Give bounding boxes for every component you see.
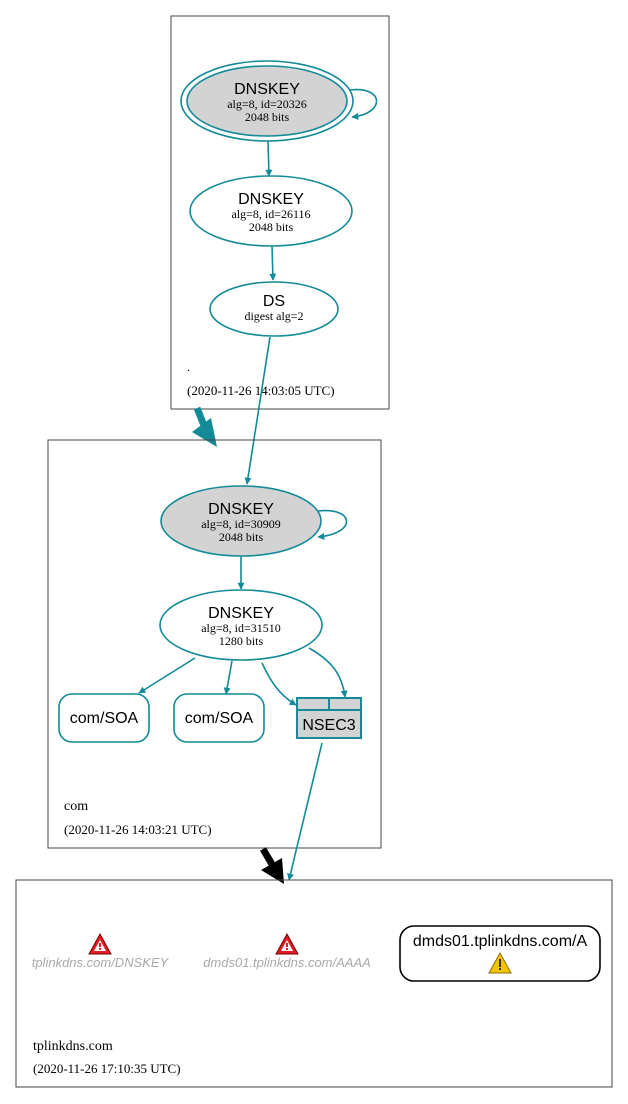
- root-ksk-title: DNSKEY: [234, 81, 300, 98]
- root-ksk-line1: alg=8, id=20326: [227, 97, 307, 111]
- root-ksk-line2: 2048 bits: [245, 110, 290, 124]
- root-zsk-line2: 2048 bits: [249, 220, 294, 234]
- com-zsk-line2: 1280 bits: [219, 634, 264, 648]
- com-soa-node-1[interactable]: com/SOA: [58, 693, 150, 743]
- root-ds-title: DS: [263, 293, 285, 310]
- root-zsk-title: DNSKEY: [238, 191, 304, 208]
- com-ksk-line2: 2048 bits: [219, 530, 264, 544]
- com-zsk-to-nsec3-edge-b: [308, 647, 348, 698]
- root-zsk-to-ds-edge: [269, 245, 277, 281]
- zone-tplinkdns-name: tplinkdns.com: [33, 1039, 113, 1054]
- error-triangle-icon: [275, 932, 299, 955]
- root-ksk-to-zsk-edge: [265, 140, 273, 177]
- com-zsk-to-nsec3-edge-a: [261, 662, 297, 706]
- root-ksk-self-loop: [349, 88, 378, 120]
- root-zsk-node[interactable]: DNSKEY alg=8, id=26116 2048 bits: [189, 175, 353, 247]
- error-triangle-icon: [88, 932, 112, 955]
- com-zsk-node[interactable]: DNSKEY alg=8, id=31510 1280 bits: [159, 589, 323, 661]
- com-zsk-line1: alg=8, id=31510: [201, 621, 281, 635]
- root-ds-line1: digest alg=2: [244, 309, 303, 323]
- tplinkdns-dnskey-error-label: tplinkdns.com/DNSKEY: [32, 955, 170, 970]
- zone-tplinkdns: tplinkdns.com/DNSKEY dmds01.tplinkdns.co…: [15, 879, 613, 1088]
- zone-root-timestamp: (2020-11-26 14:03:05 UTC): [187, 383, 335, 398]
- zone-com-timestamp: (2020-11-26 14:03:21 UTC): [64, 822, 212, 837]
- zone-com-name: com: [64, 799, 88, 814]
- com-soa-label-1: com/SOA: [70, 710, 139, 727]
- tplinkdns-aaaa-error-label: dmds01.tplinkdns.com/AAAA: [203, 955, 371, 970]
- com-ksk-node[interactable]: DNSKEY alg=8, id=30909 2048 bits: [160, 485, 322, 557]
- com-soa-node-2[interactable]: com/SOA: [173, 693, 265, 743]
- root-zsk-line1: alg=8, id=26116: [231, 207, 310, 221]
- tplinkdns-aaaa-error[interactable]: dmds01.tplinkdns.com/AAAA: [203, 932, 371, 970]
- com-ksk-self-loop: [317, 509, 348, 540]
- com-zsk-title: DNSKEY: [208, 605, 274, 622]
- com-ksk-title: DNSKEY: [208, 501, 274, 518]
- tplinkdns-dnskey-error[interactable]: tplinkdns.com/DNSKEY: [32, 932, 170, 970]
- zone-tplinkdns-box: [15, 879, 613, 1088]
- root-ksk-node[interactable]: DNSKEY alg=8, id=20326 2048 bits: [180, 60, 354, 142]
- com-ksk-line1: alg=8, id=30909: [201, 517, 281, 531]
- zone-tplinkdns-timestamp: (2020-11-26 17:10:35 UTC): [33, 1061, 181, 1076]
- com-nsec3-label: NSEC3: [302, 717, 355, 734]
- tplinkdns-a-record-node[interactable]: dmds01.tplinkdns.com/A: [399, 925, 601, 982]
- root-to-com-delegation: [192, 406, 217, 447]
- zone-com-box: [47, 439, 382, 849]
- root-ds-node[interactable]: DS digest alg=2: [209, 281, 339, 337]
- com-zsk-to-soa1-edge: [138, 657, 196, 694]
- nsec3-to-tplinkdns-edge: [287, 742, 323, 881]
- zone-root: DNSKEY alg=8, id=20326 2048 bits DNSKEY …: [170, 15, 390, 410]
- zone-root-name: .: [187, 359, 190, 374]
- ds-to-com-ksk-edge: [244, 336, 271, 485]
- tplinkdns-a-record-label: dmds01.tplinkdns.com/A: [413, 933, 588, 950]
- warning-triangle-icon: [488, 951, 512, 974]
- com-zsk-to-soa2-edge: [223, 660, 233, 695]
- com-nsec3-node[interactable]: NSEC3: [296, 697, 362, 739]
- com-to-tplinkdns-delegation: [259, 847, 284, 884]
- zone-com: DNSKEY alg=8, id=30909 2048 bits DNSKEY …: [47, 439, 382, 849]
- com-soa-label-2: com/SOA: [185, 710, 254, 727]
